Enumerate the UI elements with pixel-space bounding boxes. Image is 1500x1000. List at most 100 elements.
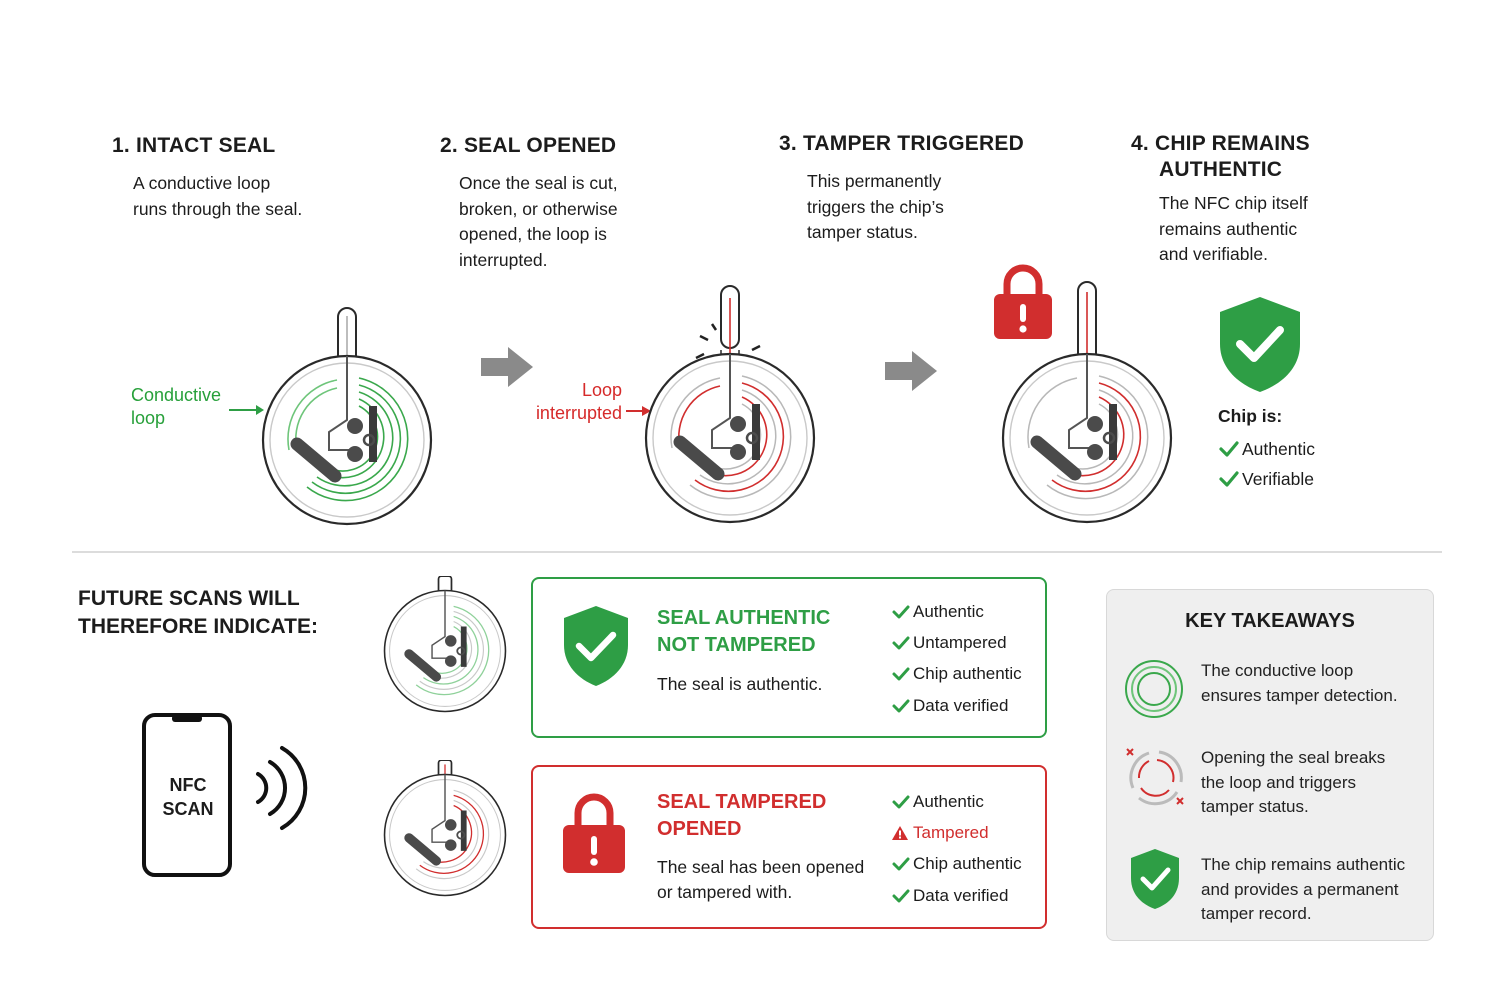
label-line: SCAN bbox=[162, 799, 214, 819]
status-item: Data verified bbox=[891, 690, 1022, 721]
status-item: Authentic bbox=[891, 596, 1022, 627]
status-label: Data verified bbox=[913, 885, 1009, 905]
check-icon bbox=[892, 889, 910, 903]
status-item: Untampered bbox=[891, 627, 1022, 658]
step-1-desc-line: runs through the seal. bbox=[133, 198, 303, 219]
nfc-scan-label: NFC SCAN bbox=[140, 773, 236, 821]
status-item: Chip authentic bbox=[891, 849, 1022, 880]
step-2-desc-line: broken, or otherwise bbox=[459, 198, 618, 219]
step-3: 3. TAMPER TRIGGERED This permanently tri… bbox=[779, 131, 1049, 246]
check-icon bbox=[892, 636, 910, 650]
step-3-title: 3. TAMPER TRIGGERED bbox=[779, 132, 1024, 155]
loop-interrupted-callout: Loop interrupted bbox=[510, 379, 622, 425]
desc-line: or tampered with. bbox=[657, 882, 793, 902]
broken-loop-icon bbox=[1126, 748, 1184, 806]
step-4: 4. CHIP REMAINS AUTHENTIC The NFC chip i… bbox=[1131, 131, 1431, 268]
callout-line: Loop bbox=[581, 380, 622, 400]
callout-arrow-red bbox=[626, 406, 651, 416]
shield-check-icon bbox=[1131, 849, 1179, 909]
step-4-title-line: AUTHENTIC bbox=[1159, 158, 1283, 181]
nfc-tag-tampered bbox=[1001, 281, 1173, 524]
step-4-desc-line: and verifiable. bbox=[1159, 244, 1268, 264]
callout-arrow-green bbox=[229, 405, 264, 415]
desc-line: The seal is authentic. bbox=[657, 674, 823, 694]
check-icon bbox=[892, 857, 910, 871]
status-check-list: Authentic Tampered Chip authentic Data v… bbox=[891, 786, 1022, 911]
step-2-desc-line: Once the seal is cut, bbox=[459, 173, 618, 193]
check-icon bbox=[892, 699, 910, 713]
status-item: Tampered bbox=[891, 817, 1022, 848]
title-line: NOT TAMPERED bbox=[657, 634, 816, 656]
step-1-title: 1. INTACT SEAL bbox=[112, 134, 276, 157]
title-line: OPENED bbox=[657, 818, 742, 840]
chip-status-item: Authentic bbox=[1218, 434, 1315, 464]
shield-check-icon bbox=[1220, 297, 1300, 392]
step-3-desc-line: This permanently bbox=[807, 171, 942, 191]
key-takeaways-panel: KEY TAKEAWAYS The conductive loop ensure… bbox=[1106, 589, 1434, 941]
title-line: SEAL AUTHENTIC bbox=[657, 607, 831, 629]
key-takeaways-title: KEY TAKEAWAYS bbox=[1185, 610, 1355, 632]
desc-line: The seal has been opened bbox=[657, 857, 865, 877]
check-icon bbox=[892, 667, 910, 681]
status-label: Authentic bbox=[913, 791, 984, 811]
warning-icon bbox=[892, 825, 908, 840]
takeaway-line: tamper record. bbox=[1201, 904, 1312, 923]
takeaway-line: The conductive loop bbox=[1201, 661, 1354, 680]
heading-line: THEREFORE INDICATE: bbox=[78, 615, 318, 638]
chip-is-label: Chip is: bbox=[1218, 406, 1283, 426]
step-4-desc-line: The NFC chip itself bbox=[1159, 193, 1308, 213]
future-scans-heading: FUTURE SCANS WILL THEREFORE INDICATE: bbox=[78, 585, 318, 641]
conductive-loop-callout: Conductive loop bbox=[131, 384, 221, 430]
status-label: Chip authentic bbox=[913, 854, 1022, 874]
step-4-desc-line: remains authentic bbox=[1159, 218, 1298, 239]
label-line: NFC bbox=[169, 775, 207, 795]
takeaway-line: ensures tamper detection. bbox=[1201, 685, 1398, 705]
takeaway-text: The chip remains authentic and provides … bbox=[1201, 853, 1405, 927]
status-label: Chip authentic bbox=[913, 664, 1022, 684]
lock-alert-icon bbox=[563, 793, 625, 873]
step-3-desc-line: triggers the chip’s bbox=[807, 196, 944, 217]
status-item: Authentic bbox=[891, 786, 1022, 817]
chip-status-label: Authentic bbox=[1242, 438, 1315, 459]
next-step-arrow bbox=[481, 347, 533, 387]
scan-result-tampered-card: SEAL TAMPERED OPENED The seal has been o… bbox=[531, 765, 1047, 929]
heading-line: FUTURE SCANS WILL bbox=[78, 587, 300, 610]
loop-icon bbox=[1125, 660, 1183, 718]
step-1-desc-line: A conductive loop bbox=[133, 173, 271, 193]
takeaway-text: The conductive loop ensures tamper detec… bbox=[1201, 659, 1398, 708]
step-4-title-line: 4. CHIP REMAINS bbox=[1131, 132, 1310, 155]
card-title: SEAL TAMPERED OPENED bbox=[657, 789, 826, 843]
status-label: Authentic bbox=[913, 601, 984, 621]
takeaway-line: Opening the seal breaks bbox=[1201, 748, 1386, 767]
nfc-tag-intact bbox=[261, 307, 433, 526]
next-step-arrow bbox=[885, 351, 937, 391]
status-label: Tampered bbox=[913, 822, 989, 842]
takeaway-line: the loop and triggers bbox=[1201, 772, 1356, 792]
nfc-tag-thumb-tampered bbox=[383, 760, 507, 897]
status-label: Untampered bbox=[913, 632, 1007, 652]
takeaway-line: and provides a permanent bbox=[1201, 879, 1399, 899]
callout-line: interrupted bbox=[535, 403, 622, 423]
check-icon bbox=[1219, 471, 1239, 487]
callout-line: loop bbox=[131, 408, 166, 428]
step-2-desc-line: interrupted. bbox=[459, 249, 548, 270]
check-icon bbox=[892, 605, 910, 619]
status-label: Data verified bbox=[913, 695, 1009, 715]
chip-status-label: Verifiable bbox=[1242, 468, 1314, 489]
nfc-tag-thumb-authentic bbox=[383, 576, 507, 713]
check-icon bbox=[1219, 441, 1239, 457]
takeaway-line: tamper status. bbox=[1201, 797, 1309, 816]
chip-status-list: Authentic Verifiable bbox=[1218, 434, 1315, 494]
takeaway-line: The chip remains authentic bbox=[1201, 855, 1406, 874]
status-check-list: Authentic Untampered Chip authentic Data… bbox=[891, 596, 1022, 721]
chip-status-item: Verifiable bbox=[1218, 464, 1315, 494]
step-2-desc-line: opened, the loop is bbox=[459, 224, 607, 244]
status-item: Chip authentic bbox=[891, 659, 1022, 690]
shield-check-icon bbox=[564, 606, 628, 686]
card-description: The seal has been opened or tampered wit… bbox=[657, 855, 864, 905]
status-item: Data verified bbox=[891, 880, 1022, 911]
callout-line: Conductive bbox=[131, 385, 222, 405]
card-description: The seal is authentic. bbox=[657, 672, 822, 697]
title-line: SEAL TAMPERED bbox=[657, 791, 827, 813]
takeaway-text: Opening the seal breaks the loop and tri… bbox=[1201, 746, 1385, 820]
